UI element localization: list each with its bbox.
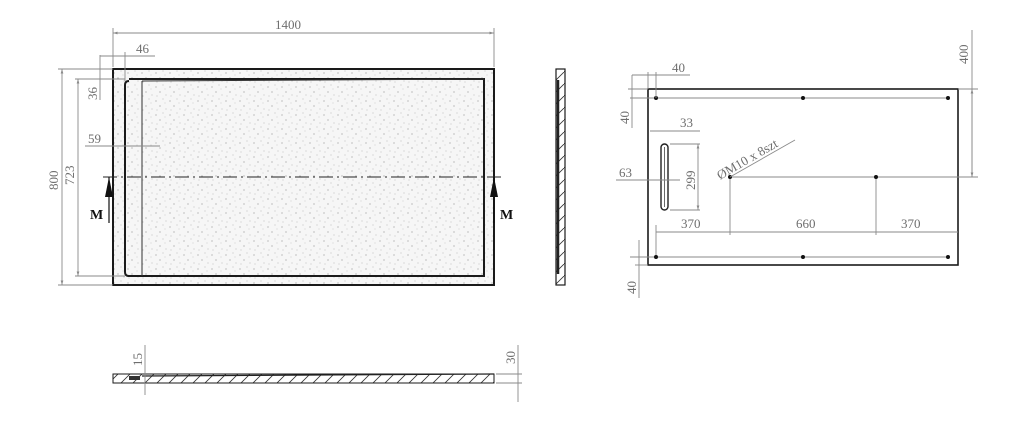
section-arrow-right: M [490,177,513,223]
svg-text:33: 33 [680,115,693,130]
svg-text:723: 723 [62,166,77,186]
svg-text:40: 40 [624,281,639,294]
section-label-left: M [90,208,103,223]
dimension-left-offset: 46 [100,41,155,81]
dimension-half-height: 400 [956,30,978,177]
svg-text:800: 800 [46,171,61,191]
dimension-top-edge: 40 [632,60,690,98]
section-label-right: M [500,208,513,223]
svg-text:299: 299 [683,171,698,191]
svg-text:36: 36 [85,87,100,101]
section-view: 15 30 [112,345,522,402]
dimension-height: 800 [46,68,113,286]
svg-text:370: 370 [681,216,701,231]
dimension-top-offset: 36 [85,55,113,100]
dimension-width: 1400 [112,17,495,67]
svg-text:40: 40 [617,111,632,124]
dimension-left-edge: 40 [617,75,648,128]
dimension-channel: 59 [85,131,160,147]
dimension-thin-edge: 15 [130,345,146,395]
svg-text:63: 63 [619,165,632,180]
svg-text:370: 370 [901,216,921,231]
dimension-drain-offset: 63 [616,165,680,181]
svg-text:660: 660 [796,216,816,231]
dimension-hole-spacing: 370 660 370 [656,216,958,233]
svg-text:59: 59 [88,131,101,146]
dimension-inner-height: 723 [62,78,125,277]
drain-channel [124,78,485,277]
svg-text:15: 15 [130,353,145,366]
svg-text:40: 40 [672,60,685,75]
top-view: M M 1400 46 36 59 [46,17,513,286]
dimension-drain-length: 299 [670,143,700,211]
bottom-view: 40 40 33 299 63 370 660 370 [616,30,978,298]
mounting-holes [654,96,950,259]
dimension-thick-edge: 30 [496,345,522,402]
svg-text:1400: 1400 [275,17,301,32]
dimension-bottom-edge: 40 [624,240,648,298]
svg-text:46: 46 [136,41,150,56]
side-view [555,68,566,286]
section-arrow-left: M [90,177,113,223]
svg-text:30: 30 [503,351,518,364]
dimension-drain-width: 33 [650,115,700,132]
drain-section [129,376,140,380]
svg-text:400: 400 [956,45,971,65]
inner-tray [141,78,485,276]
